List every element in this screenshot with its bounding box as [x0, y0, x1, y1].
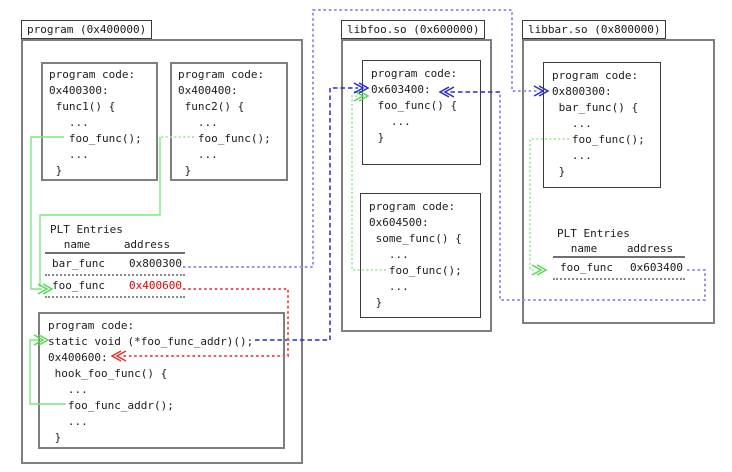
- code-line: some_func() {: [369, 232, 462, 245]
- plt-entry-name: bar_func: [52, 257, 105, 270]
- plt-entry-name: foo_func: [52, 279, 105, 292]
- code-line: hook_foo_func() {: [48, 367, 168, 380]
- code-line: 0x603400:: [371, 83, 431, 96]
- code-box-some-func: program code: 0x604500: some_func() { ...…: [360, 193, 481, 318]
- code-line: }: [552, 165, 566, 178]
- code-line: foo_func();: [178, 132, 271, 145]
- plt-table-libbar: PLT Entries name address foo_func 0x6034…: [553, 226, 685, 280]
- code-line: program code:: [369, 200, 456, 213]
- code-box-bar-func: program code:0x800300: bar_func() { ... …: [543, 62, 661, 188]
- module-title-libfoo: libfoo.so (0x600000): [341, 20, 486, 39]
- code-line: ...: [371, 115, 411, 128]
- code-line: program code:: [371, 67, 458, 80]
- code-line: static void (*foo_func_addr)();: [48, 335, 254, 348]
- code-line: foo_func_addr();: [48, 399, 174, 412]
- code-line: 0x400400:: [178, 84, 238, 97]
- code-line: 0x400600:: [48, 351, 108, 364]
- code-line: foo_func();: [552, 133, 645, 146]
- code-line: 0x400300:: [49, 84, 109, 97]
- code-line: ...: [369, 280, 409, 293]
- code-line: program code:: [552, 69, 639, 82]
- code-line: }: [48, 431, 62, 444]
- code-line: foo_func();: [369, 264, 462, 277]
- plt-col-address: address: [626, 242, 674, 255]
- plt-entry-address: 0x603400: [630, 261, 683, 274]
- plt-col-name: name: [63, 238, 91, 251]
- code-line: program code:: [178, 68, 265, 81]
- plt-table-program: PLT Entries name address bar_func 0x8003…: [45, 222, 185, 298]
- code-line: ...: [48, 383, 88, 396]
- plt-col-address: address: [123, 238, 171, 251]
- code-line: foo_func() {: [371, 99, 458, 112]
- module-title-program: program (0x400000): [21, 20, 153, 39]
- plt-header: name address: [45, 238, 185, 254]
- code-line: foo_func();: [49, 132, 142, 145]
- plt-entry-address-patched: 0x400600: [129, 279, 182, 292]
- code-line: func2() {: [178, 100, 245, 113]
- code-line: 0x800300:: [552, 85, 612, 98]
- plt-row-foo-func: foo_func 0x400600: [45, 276, 185, 298]
- code-line: }: [369, 296, 383, 309]
- code-box-func1: program code: 0x400300: func1() { ... foo…: [41, 62, 158, 181]
- code-line: }: [371, 131, 385, 144]
- code-line: ...: [49, 116, 89, 129]
- plt-entry-name: foo_func: [560, 261, 613, 274]
- plt-title: PLT Entries: [557, 227, 630, 240]
- code-line: ...: [552, 149, 592, 162]
- plt-row-bar-func: bar_func 0x800300: [45, 254, 185, 276]
- code-line: ...: [48, 415, 88, 428]
- code-box-foo-func: program code:0x603400: foo_func() { ... …: [362, 60, 481, 165]
- code-line: }: [49, 164, 63, 177]
- plt-header: name address: [553, 242, 685, 258]
- plt-entry-address: 0x800300: [129, 257, 182, 270]
- code-line: program code:: [49, 68, 136, 81]
- code-box-func2: program code: 0x400400: func2() { ... foo…: [170, 62, 288, 181]
- code-line: ...: [178, 116, 218, 129]
- code-line: func1() {: [49, 100, 116, 113]
- module-title-libbar: libbar.so (0x800000): [522, 20, 667, 39]
- plt-col-name: name: [570, 242, 598, 255]
- code-line: ...: [178, 148, 218, 161]
- code-line: 0x604500:: [369, 216, 429, 229]
- code-line: bar_func() {: [552, 101, 639, 114]
- plt-row-foo-func: foo_func 0x603400: [553, 258, 685, 280]
- code-line: program code:: [48, 319, 135, 332]
- plt-title: PLT Entries: [50, 223, 123, 236]
- code-line: ...: [369, 248, 409, 261]
- code-line: ...: [49, 148, 89, 161]
- code-line: ...: [552, 117, 592, 130]
- code-box-hook-foo-func: program code: static void (*foo_func_addr…: [38, 312, 285, 449]
- code-line: }: [178, 164, 192, 177]
